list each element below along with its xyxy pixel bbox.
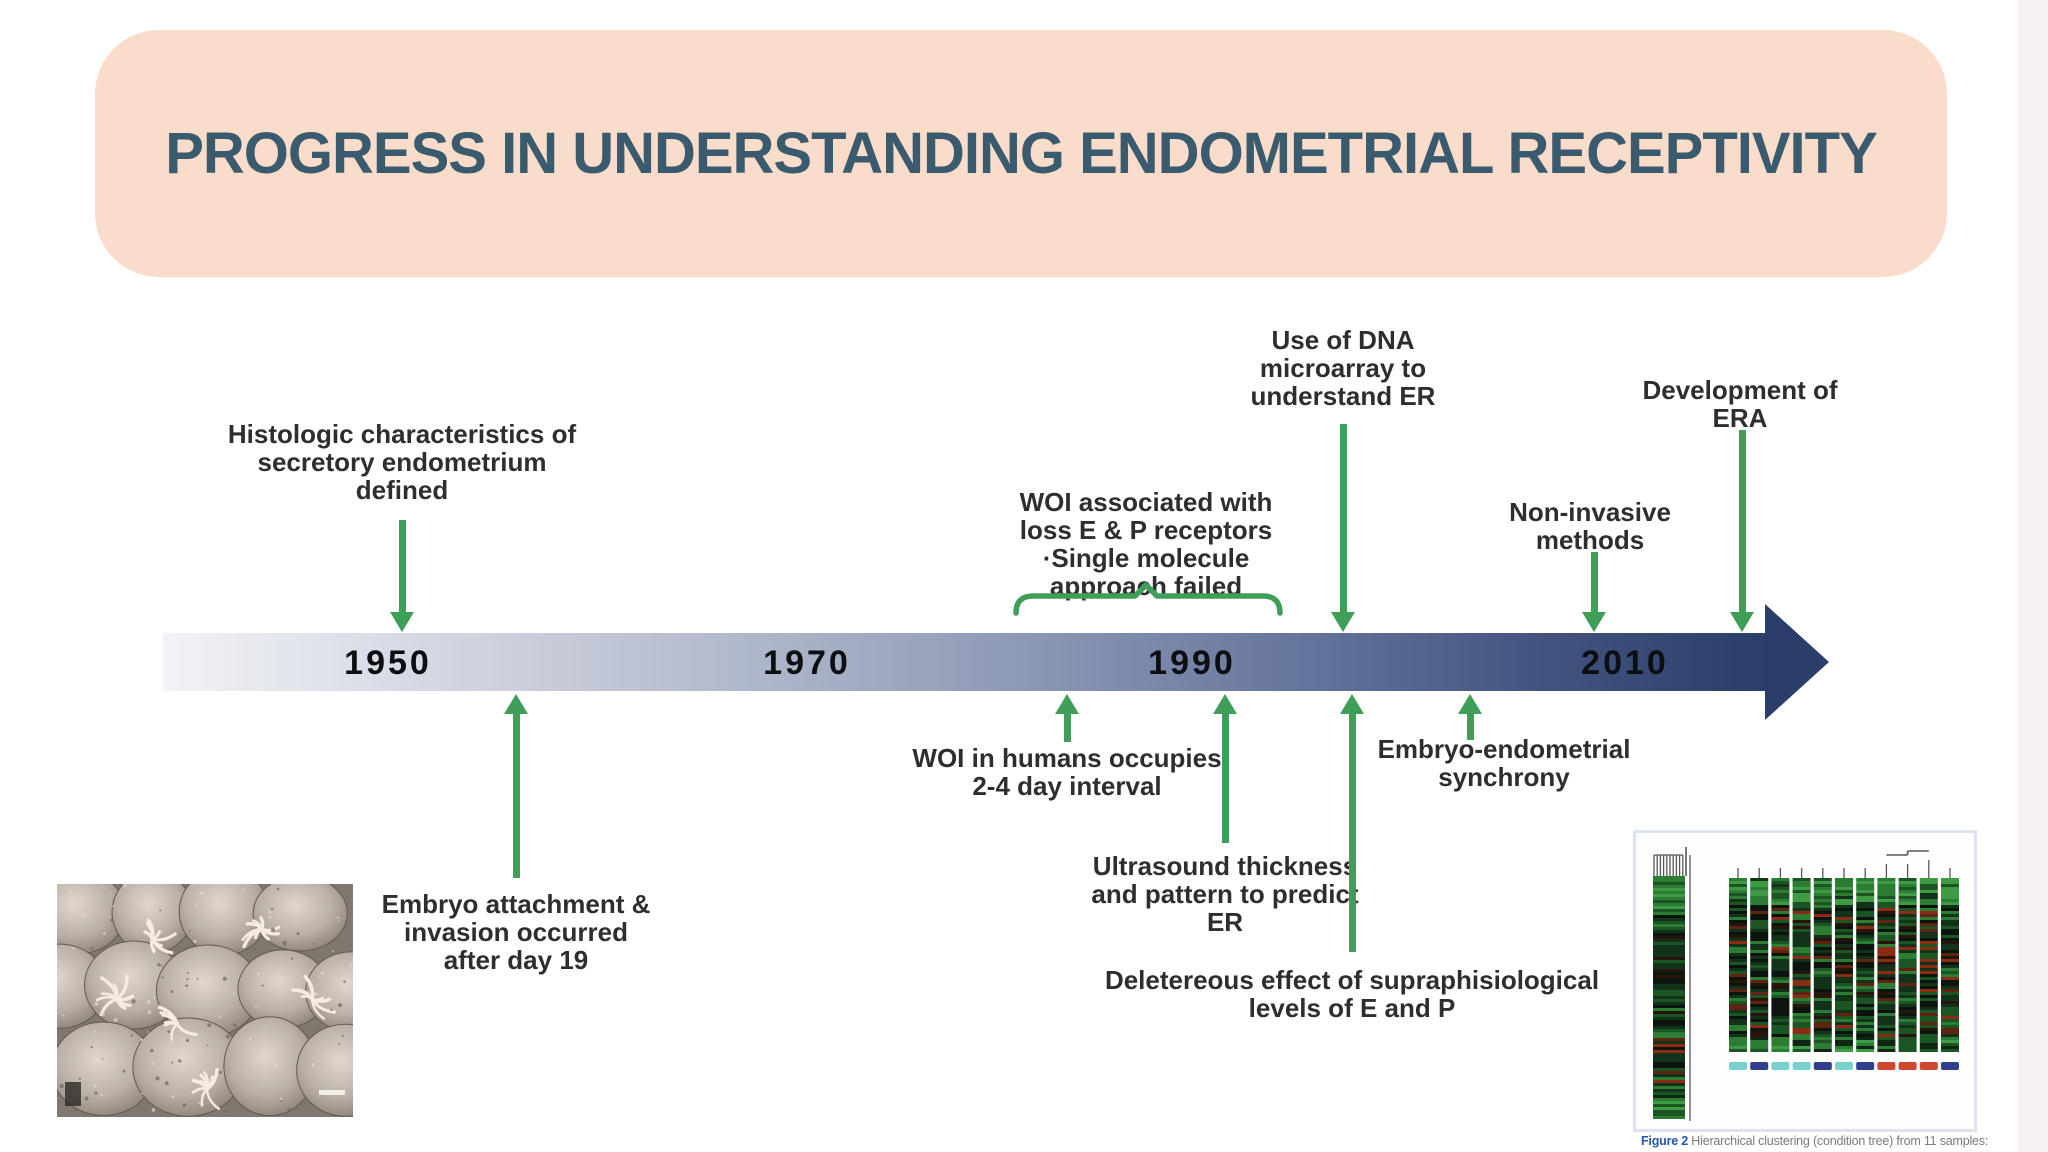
sample-color-bar-cyan xyxy=(1792,1062,1811,1070)
figure-caption-label: Figure 2 xyxy=(1641,1134,1689,1148)
green-arrow-up-icon xyxy=(1055,694,1079,714)
title-banner: PROGRESS IN UNDERSTANDING ENDOMETRIAL RE… xyxy=(95,30,1947,277)
scale-bar xyxy=(319,1090,345,1095)
sample-color-bar-red xyxy=(1919,1062,1938,1070)
green-arrow-up-icon xyxy=(1340,694,1364,714)
year-label: 1990 xyxy=(1148,644,1236,682)
sample-color-bar-cyan xyxy=(1729,1062,1747,1070)
green-arrow-shaft xyxy=(1590,552,1598,612)
screen-edge-band xyxy=(2018,0,2048,1152)
green-arrow-down-icon xyxy=(1582,612,1606,632)
timeline-arrowhead-icon xyxy=(1765,604,1829,720)
green-arrow-shaft xyxy=(1339,424,1347,612)
green-arrow-up-icon xyxy=(504,694,528,714)
green-arrow-shaft xyxy=(1466,712,1474,740)
green-arrow-shaft xyxy=(398,520,406,612)
figure2-heatmap xyxy=(1653,847,1959,1121)
year-label: 1970 xyxy=(763,644,851,682)
green-arrow-shaft xyxy=(1063,712,1071,742)
figure2-panel xyxy=(1633,830,1977,1132)
green-arrow-down-icon xyxy=(1730,612,1754,632)
green-arrow-down-icon xyxy=(390,612,414,632)
figure-caption: Figure 2 Hierarchical clustering (condit… xyxy=(1641,1134,2041,1148)
green-arrow-up-icon xyxy=(1213,694,1237,714)
green-arrow-shaft xyxy=(512,712,520,878)
figure-caption-text: Hierarchical clustering (condition tree)… xyxy=(1688,1134,1989,1148)
sample-color-bar-cyan xyxy=(1771,1062,1790,1070)
sample-color-bar-navy xyxy=(1941,1062,1959,1070)
sample-color-bar-red xyxy=(1877,1062,1896,1070)
green-arrow-shaft xyxy=(1738,430,1746,612)
green-arrow-shaft xyxy=(1221,712,1229,843)
sample-color-bar-cyan xyxy=(1835,1062,1853,1070)
sample-color-bar-navy xyxy=(1813,1062,1832,1070)
timeline-bar xyxy=(163,633,1767,691)
sample-color-bar-navy xyxy=(1856,1062,1875,1070)
year-label: 2010 xyxy=(1581,644,1669,682)
green-arrow-down-icon xyxy=(1331,612,1355,632)
green-arrow-up-icon xyxy=(1458,694,1482,714)
green-arrow-shaft xyxy=(1348,712,1356,952)
slide-title: PROGRESS IN UNDERSTANDING ENDOMETRIAL RE… xyxy=(165,121,1878,186)
sample-color-bar-red xyxy=(1898,1062,1917,1070)
sem-micrograph xyxy=(57,884,353,1117)
event-label: Deletereous effect of supraphisiological… xyxy=(1104,965,1600,1023)
sample-color-bar-navy xyxy=(1750,1062,1769,1070)
year-label: 1950 xyxy=(344,644,432,682)
